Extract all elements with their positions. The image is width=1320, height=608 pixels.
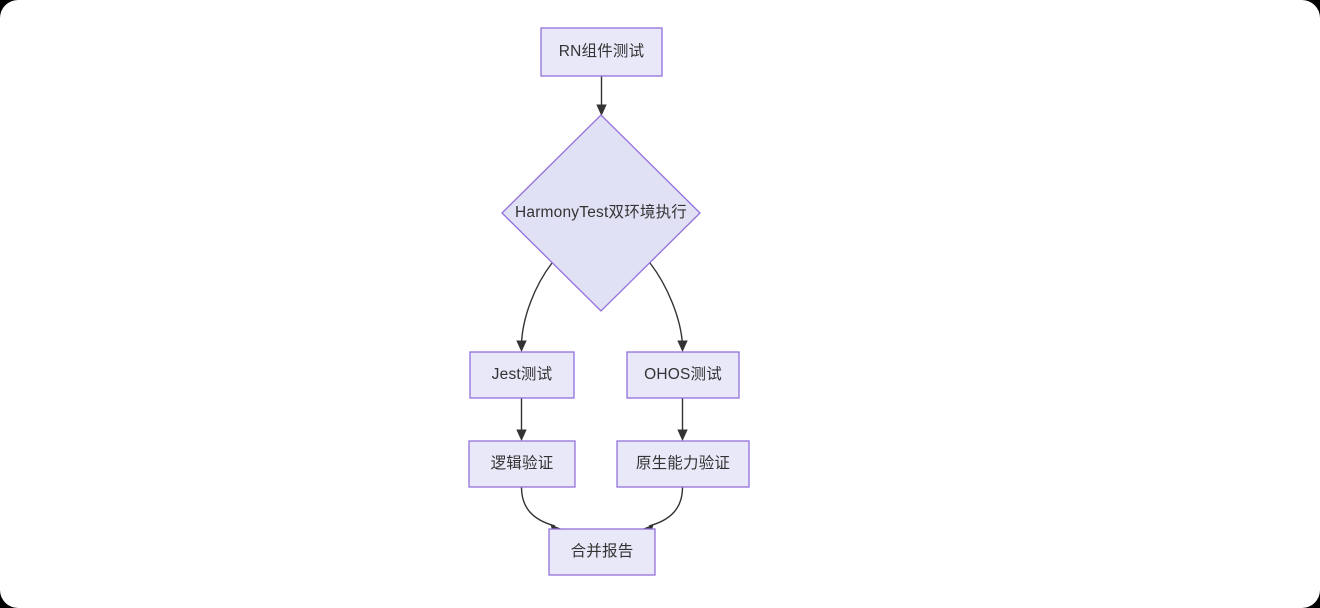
edge-line [648, 486, 684, 527]
edge-logic-to-merge [520, 486, 562, 535]
arrow-head-icon [516, 429, 527, 441]
edge-harmonytest-to-jest [516, 262, 553, 352]
edge-harmonytest-to-ohos [649, 262, 688, 352]
node-shape-harmonytest-dual-env[interactable] [501, 114, 701, 312]
node-shape-native-capability-verification[interactable] [616, 440, 750, 488]
arrow-head-icon [516, 340, 527, 352]
edge-native-to-merge [642, 486, 684, 535]
edge-jest-to-logic [516, 398, 527, 441]
node-shape-ohos-test[interactable] [626, 351, 740, 399]
edge-line [520, 262, 553, 346]
edge-line [649, 262, 684, 346]
edge-ohos-to-native [677, 398, 688, 441]
node-shape-merge-report[interactable] [548, 528, 656, 576]
node-shape-logic-verification[interactable] [468, 440, 576, 488]
arrow-head-icon [677, 340, 688, 352]
arrow-head-icon [596, 104, 607, 116]
node-shape-rn-component-test[interactable] [540, 27, 663, 77]
edge-line [520, 486, 556, 527]
edge-rn-to-harmonytest [596, 76, 607, 116]
arrow-head-icon [677, 429, 688, 441]
node-shape-jest-test[interactable] [469, 351, 575, 399]
